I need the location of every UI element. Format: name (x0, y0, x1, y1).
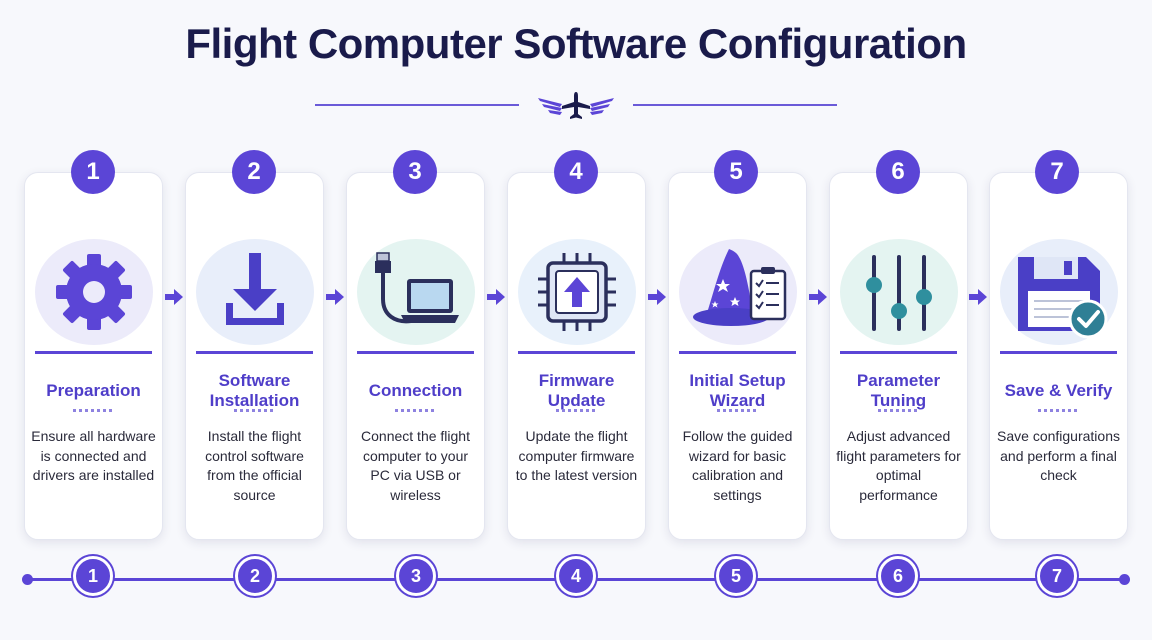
step-5-dots (717, 409, 758, 412)
step-7-divider (1000, 351, 1117, 354)
step-3-divider (357, 351, 474, 354)
arrow-right-icon (648, 289, 666, 305)
step-5-icon-circle (679, 239, 797, 345)
step-6-dots (878, 409, 919, 412)
timeline-step-4: 4 (556, 556, 596, 596)
step-6-title: Parameter Tuning (856, 371, 941, 410)
step-5-divider (679, 351, 796, 354)
step-4-title: Firmware Update (538, 371, 615, 410)
step-2-title: Software Installation (209, 371, 300, 410)
step-3-number-badge: 3 (393, 150, 437, 194)
sliders-icon (866, 255, 932, 331)
step-7-dots (1038, 409, 1079, 412)
step-7-icon-circle (1000, 239, 1118, 345)
step-7-number-badge: 7 (1035, 150, 1079, 194)
step-4-description: Update the flight computer firmware to t… (515, 428, 638, 483)
step-7-title: Save & Verify (1004, 381, 1113, 400)
step-2-divider (196, 351, 313, 354)
download-icon (226, 253, 284, 325)
step-4-divider (518, 351, 635, 354)
step-card-1: Preparation Ensure all hardware is conne… (24, 172, 163, 540)
floppy-check-icon (1018, 257, 1108, 339)
step-2-description: Install the flight control software from… (205, 428, 304, 503)
chip-upload-icon (538, 253, 616, 331)
step-card-7: Save & Verify Save configurations and pe… (989, 172, 1128, 540)
step-card-2: Software Installation Install the flight… (185, 172, 324, 540)
step-5-title: Initial Setup Wizard (689, 371, 786, 410)
step-1-number-badge: 1 (71, 150, 115, 194)
timeline-step-3: 3 (396, 556, 436, 596)
step-4-dots (556, 409, 597, 412)
timeline-start-dot (22, 574, 33, 585)
step-6-number-badge: 6 (876, 150, 920, 194)
step-2-icon-circle (196, 239, 314, 345)
arrow-right-icon (809, 289, 827, 305)
step-7-description: Save configurations and perform a final … (997, 428, 1120, 483)
arrow-right-icon (969, 289, 987, 305)
timeline-end-dot (1119, 574, 1130, 585)
step-3-dots (395, 409, 436, 412)
arrow-right-icon (487, 289, 505, 305)
step-3-icon-circle (357, 239, 475, 345)
step-3-description: Connect the flight computer to your PC v… (361, 428, 470, 503)
step-1-icon-circle (35, 239, 153, 345)
arrow-right-icon (326, 289, 344, 305)
step-card-6: Parameter Tuning Adjust advanced flight … (829, 172, 968, 540)
step-5-number-badge: 5 (714, 150, 758, 194)
timeline-step-6: 6 (878, 556, 918, 596)
airplane-wings-icon (536, 86, 616, 122)
step-1-dots (73, 409, 114, 412)
title-rule-right (633, 104, 837, 106)
timeline-step-1: 1 (73, 556, 113, 596)
step-4-number-badge: 4 (554, 150, 598, 194)
step-5-description: Follow the guided wizard for basic calib… (682, 428, 793, 503)
arrow-right-icon (165, 289, 183, 305)
wizard-hat-checklist-icon (693, 249, 787, 326)
timeline-step-7: 7 (1037, 556, 1077, 596)
timeline-step-5: 5 (716, 556, 756, 596)
usb-laptop-icon (375, 252, 459, 324)
step-6-description: Adjust advanced flight parameters for op… (836, 428, 961, 503)
step-1-description: Ensure all hardware is connected and dri… (31, 428, 156, 483)
page-title: Flight Computer Software Configuration (185, 20, 967, 67)
step-1-title: Preparation (46, 381, 141, 400)
step-card-5: Initial Setup Wizard Follow the guided w… (668, 172, 807, 540)
gear-icon (56, 254, 132, 330)
timeline-step-2: 2 (235, 556, 275, 596)
step-6-icon-circle (840, 239, 958, 345)
step-2-dots (234, 409, 275, 412)
title-rule-left (315, 104, 519, 106)
step-4-icon-circle (518, 239, 636, 345)
step-card-3: Connection Connect the flight computer t… (346, 172, 485, 540)
step-card-4: Firmware Update Update the flight comput… (507, 172, 646, 540)
step-3-title: Connection (368, 381, 463, 400)
step-6-divider (840, 351, 957, 354)
step-2-number-badge: 2 (232, 150, 276, 194)
step-1-divider (35, 351, 152, 354)
